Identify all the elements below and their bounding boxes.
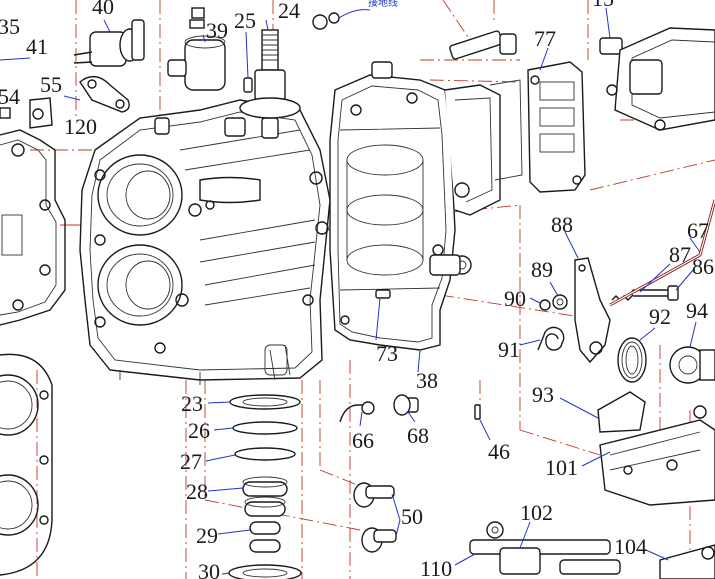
label-89: 89 — [531, 257, 553, 282]
label-25: 25 — [234, 8, 256, 33]
label-67: 67 — [687, 218, 709, 243]
linkage-parts — [537, 199, 715, 506]
label-94: 94 — [686, 298, 708, 323]
label-35: 35 — [0, 14, 20, 39]
label-73: 73 — [376, 341, 398, 366]
label-46: 46 — [488, 439, 510, 464]
label-110: 110 — [420, 556, 452, 579]
label-90: 90 — [504, 286, 526, 311]
label-66: 66 — [352, 428, 374, 453]
label-23: 23 — [181, 391, 203, 416]
head-gasket — [0, 353, 53, 576]
label-55: 55 — [40, 72, 62, 97]
cylinder-block — [79, 99, 331, 385]
label-86: 86 — [692, 254, 714, 279]
small-parts — [339, 394, 715, 579]
label-41: 41 — [26, 34, 48, 59]
crankcase — [329, 61, 501, 351]
label-30: 30 — [198, 559, 220, 579]
label-26: 26 — [188, 418, 210, 443]
label-50: 50 — [401, 504, 423, 529]
label-68: 68 — [407, 423, 429, 448]
label-87: 87 — [669, 242, 691, 267]
label-24: 24 — [278, 0, 300, 23]
label-39: 39 — [206, 18, 228, 43]
label-104: 104 — [614, 534, 647, 559]
leader-lines — [0, 7, 701, 575]
label-29: 29 — [196, 523, 218, 548]
label-54: 54 — [0, 84, 20, 109]
label-15: 15 — [592, 0, 614, 11]
label-28: 28 — [186, 479, 208, 504]
label-40: 40 — [92, 0, 114, 19]
label-88: 88 — [551, 212, 573, 237]
seal-stack — [228, 394, 302, 579]
label-92: 92 — [649, 304, 671, 329]
label-101: 101 — [545, 455, 578, 480]
label-91: 91 — [498, 337, 520, 362]
top-parts — [0, 7, 623, 129]
label-102: 102 — [520, 500, 553, 525]
label-38: 38 — [416, 368, 438, 393]
label-120: 120 — [64, 114, 97, 139]
ground-wire-note: 接地线 — [368, 0, 398, 9]
label-27: 27 — [180, 449, 202, 474]
label-93: 93 — [532, 382, 554, 407]
gasket-left — [0, 129, 66, 326]
reed-valve — [489, 27, 715, 193]
label-77: 77 — [534, 26, 556, 51]
